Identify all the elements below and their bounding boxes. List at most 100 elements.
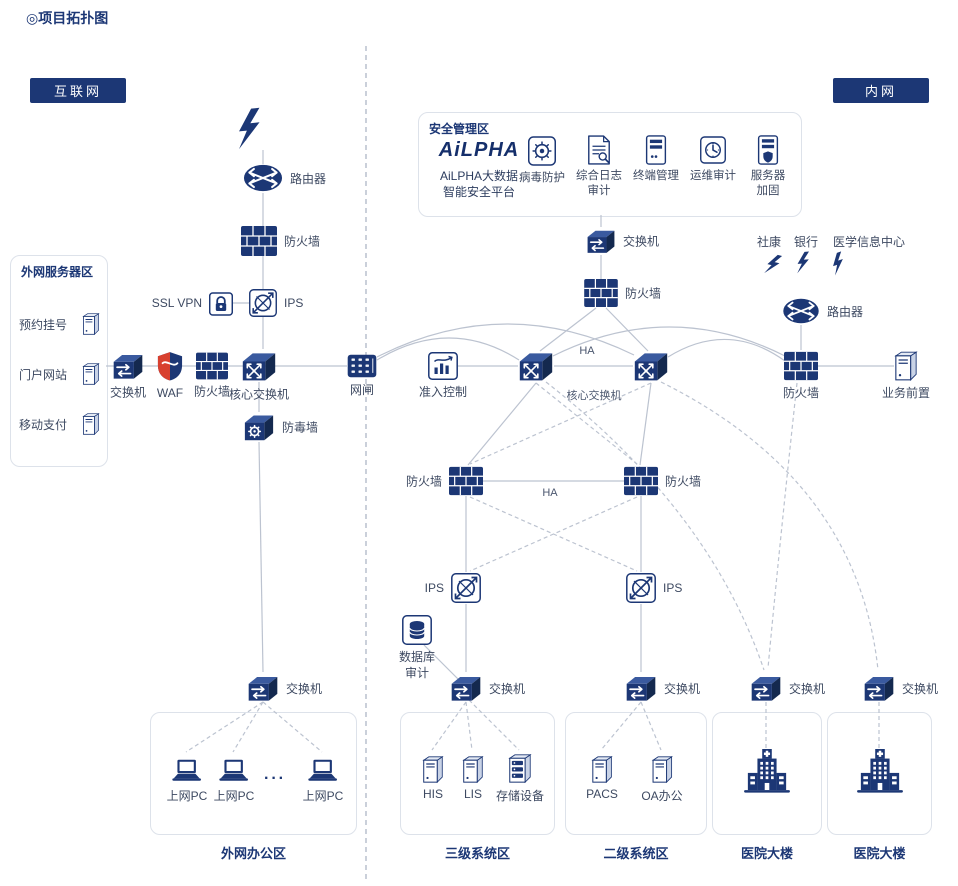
firewall-top-left-node: 防火墙 [241,226,320,256]
tool-label: 服务器 [750,170,786,182]
device-label: WAF [156,386,184,400]
zone-title: 外网服务器区 [21,265,94,279]
server-item-row: 移动支付 [19,406,100,442]
ailpha-logo: AiLPHA [438,139,520,161]
hospital-building-zone-2: 医院大楼 [827,712,932,861]
device-label: 防火墙 [405,474,442,489]
zone-caption: 外网办公区 [220,846,287,861]
device-label: IPS [284,296,304,310]
zone-caption: 医院大楼 [740,846,794,861]
firewall-ha-right-node: 防火墙 [624,466,701,496]
server-icon [82,413,100,435]
system-label: LIS [463,787,482,801]
db-audit-node: 数据库 审计 [399,615,435,680]
pc-item: 上网PC [166,759,208,804]
device-label: 交换机 [109,385,147,400]
device-label: 交换机 [664,681,701,696]
router-icon [782,298,820,325]
device-label: 交换机 [286,681,323,696]
device-label: 数据库 审计 [399,650,435,681]
firewall-icon [624,466,658,496]
ha-top-label: HA [579,345,595,357]
firewall-ha-left-node: 防火墙 [406,466,483,496]
zone-title: 安全管理区 [429,122,490,136]
device-label: 业务前置 [881,386,931,400]
zone-caption: 二级系统区 [603,846,669,861]
core-switch-2-node [633,350,669,383]
server-icon [894,351,918,381]
laptop-icon [217,759,251,783]
laptop-icon [170,759,204,783]
peer-shekang-label: 社康 [756,235,782,249]
tool-label: 运维审计 [690,170,736,182]
switch-left-node: 交换机 [110,352,146,400]
internet-badge: 互联网 [30,78,126,103]
server-icon [651,756,673,783]
ha-mid-label: HA [542,487,558,499]
tool-label2: 加固 [756,184,780,197]
core-switch-icon [518,350,554,383]
firewall-icon [584,279,618,307]
device-label: 交换机 [489,681,526,696]
device-label: SSL VPN [151,296,202,310]
tool-label2: 审计 [587,184,611,197]
peer-bank-label: 银行 [793,235,819,249]
device-label: IPS [663,581,683,595]
server-item-row: 预约挂号 [19,306,100,342]
ssl-vpn-node: SSL VPN [152,290,233,316]
database-audit-icon [402,615,432,645]
admission-control-node: 准入控制 [419,352,467,399]
switch-icon [247,674,279,703]
server-icon [462,756,484,783]
firewall-icon [196,353,228,380]
lightning-bolt-icon [796,252,810,279]
ssl-vpn-icon [209,290,233,316]
device-label: 防毒墙 [282,420,319,435]
device-label: 防火墙 [665,474,702,489]
pc-item: 上网PC [302,759,344,804]
device-label: 核心交换机 [228,387,290,402]
intranet-badge: 内网 [833,78,929,103]
security-management-zone: 安全管理区 AiLPHA AiLPHA大数据 智能安全平台 病毒防护 综合日志 … [418,112,802,217]
tier2-system-zone: PACS OA办公 二级系统区 [565,712,707,861]
switch-icon [112,352,144,381]
storage-item: 存储设备 [496,754,544,804]
firewall-right-mid-node: 防火墙 [783,351,819,400]
hospital-building-icon [857,749,903,793]
laptop-icon [306,759,340,783]
device-label: 路由器 [290,171,327,186]
router-left-node: 路由器 [243,164,326,193]
storage-icon [508,754,532,783]
platform-name-line1: AiLPHA大数据 [439,169,519,183]
pc-label: 上网PC [302,789,344,803]
ips-icon [626,573,656,603]
ops-audit-icon [700,135,726,165]
waf-node: WAF [157,351,183,400]
device-label: 交换机 [789,681,826,696]
network-gap-node: 网闸 [347,354,377,397]
antivirus-wall-node: 防毒墙 [243,412,318,442]
core-switch-1-node [518,350,554,383]
waf-shield-icon [157,351,183,381]
device-label-line1: 数据库 [398,650,436,664]
router-right-node: 路由器 [782,298,863,325]
security-tool-log-audit: 综合日志 审计 [567,135,631,199]
server-icon [591,756,613,783]
device-label-line2: 审计 [404,665,430,680]
server-icon [82,313,100,335]
device-label: 防火墙 [193,384,231,399]
server-hardening-icon [757,135,779,165]
building-item [744,749,790,793]
antivirus-gear-icon [243,412,275,442]
tool-label: 病毒防护 [519,172,565,184]
firewall-icon [449,466,483,496]
system-label: OA办公 [641,789,683,803]
switch-b1-node: 交换机 [450,674,525,703]
pc-label: 上网PC [166,789,208,803]
his-server-item: HIS [422,756,444,801]
core-switch-left-node: 核心交换机 [229,350,289,402]
zone-caption: 三级系统区 [444,846,511,861]
core-switch-icon [241,350,277,383]
tool-label: 综合日志 [576,170,622,182]
